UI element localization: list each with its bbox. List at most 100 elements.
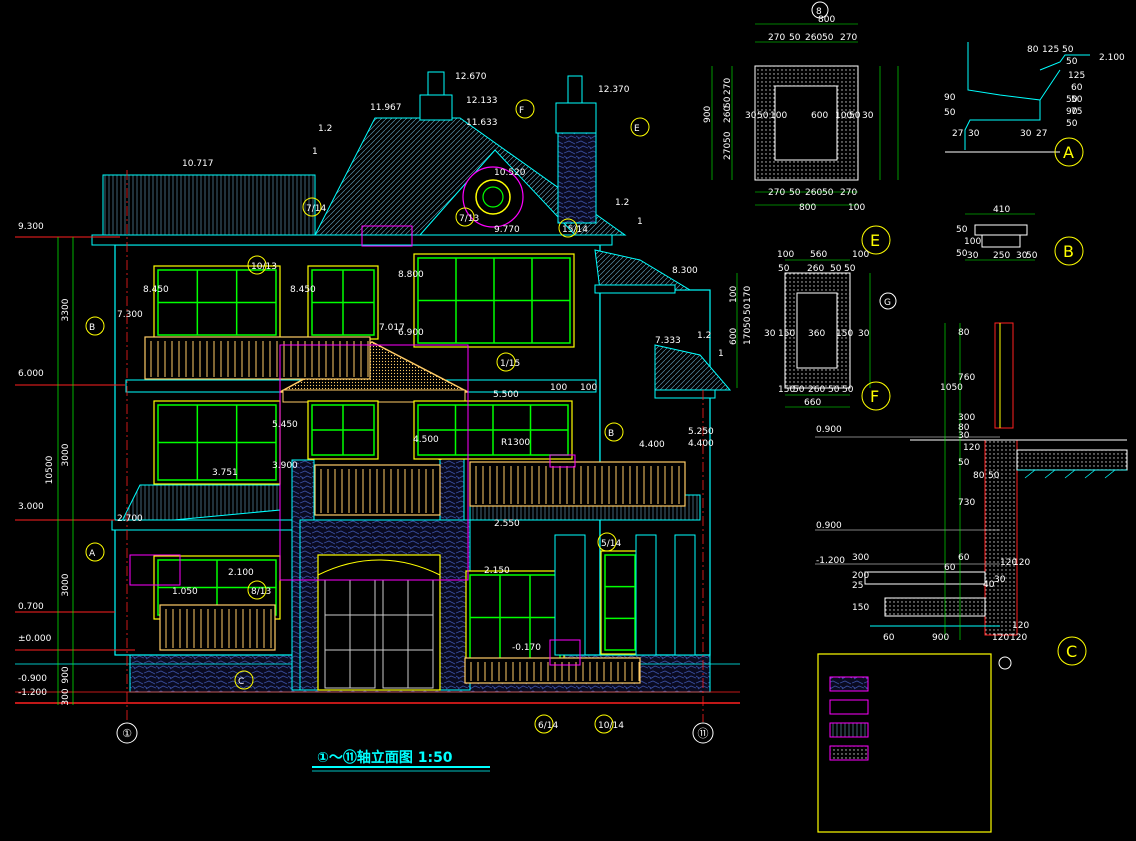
window	[604, 554, 636, 651]
detail-c-dim: 120	[1000, 558, 1017, 568]
detail-c-dim: 30	[994, 575, 1006, 585]
section-callout-circle	[594, 714, 614, 734]
detail-c-dim: 120	[1010, 633, 1027, 643]
balcony-railing	[469, 461, 686, 507]
section-callout-circle	[515, 99, 535, 119]
section-callout: F	[519, 106, 524, 116]
detail-c-dim: 40	[983, 580, 995, 590]
detail-a-dim: 80	[1027, 45, 1039, 55]
detail-a-dim: 50	[1071, 95, 1083, 105]
detail-c-dim: 80	[958, 423, 970, 433]
section-callout-circle	[597, 532, 617, 552]
window-group	[153, 253, 640, 665]
elevation-annotation: 5.250	[688, 427, 714, 437]
detail-c-dim: 300	[852, 553, 869, 563]
detail-f-dim: 600	[729, 328, 739, 345]
elevation-annotation: 3.751	[212, 468, 238, 478]
detail-e-dim: 260	[723, 106, 733, 123]
detail-f-dim: 660	[804, 398, 821, 408]
detail-b-letter: B	[1063, 242, 1074, 261]
section-callout: 6/14	[538, 721, 558, 731]
section-callout-circle	[496, 352, 516, 372]
detail-c-dim: 120	[1013, 558, 1030, 568]
detail-c-dim: 900	[932, 633, 949, 643]
elevation-annotation: 8.800	[398, 270, 424, 280]
detail-e-dim: 270	[723, 78, 733, 95]
detail-e-dim: 600	[811, 111, 828, 121]
elevation-annotation: 12.370	[598, 85, 630, 95]
detail-c-dim: 300	[958, 413, 975, 423]
detail-f-dim: 100	[729, 286, 739, 303]
detail-a-dim: 50	[1062, 45, 1074, 55]
detail-e-dim: 50	[789, 33, 801, 43]
elevation-annotation: R1300	[501, 438, 530, 448]
elevation-annotation: 8.300	[672, 266, 698, 276]
elevation-annotation: 1.2	[615, 198, 629, 208]
elevation-annotation: 6.900	[398, 328, 424, 338]
elevation-annotation: 5.500	[493, 390, 519, 400]
vertical-dimension: 10500	[45, 455, 55, 484]
detail-c-level: 0.900	[816, 521, 842, 531]
elevation-annotation: 100	[550, 383, 567, 393]
detail-c-dim: 30	[958, 431, 970, 441]
annotation-layer: 9.3006.0003.0000.700±0.000-0.900-1.20033…	[18, 7, 1125, 734]
grid-axis-label: ①	[122, 727, 132, 740]
detail-e-dim: 50	[822, 33, 834, 43]
detail-f-dim: 170	[743, 286, 753, 303]
elevation-annotation: 11.633	[466, 118, 498, 128]
legend-box	[817, 653, 992, 833]
section-callout-circle	[558, 218, 578, 238]
section-callout: B	[89, 323, 95, 333]
section-callout: E	[634, 124, 640, 134]
elevation-annotation: 2.550	[494, 519, 520, 529]
elevation-level: ±0.000	[18, 634, 52, 644]
railing-group	[144, 336, 686, 684]
elevation-level: 0.700	[18, 602, 44, 612]
detail-b-dim: 100	[964, 237, 981, 247]
detail-c-dim: 120	[963, 443, 980, 453]
elevation-level: -0.900	[18, 674, 47, 684]
section-callout: 5/14	[601, 539, 621, 549]
section-callout: B	[608, 429, 614, 439]
detail-a-dim: 27	[952, 129, 963, 139]
detail-a-dim: 50	[1066, 95, 1078, 105]
detail-f-dim: 50	[778, 264, 790, 274]
elevation-level: 6.000	[18, 369, 44, 379]
section-callout: 7/14	[306, 204, 326, 214]
detail-b-dim: 250	[993, 251, 1010, 261]
balcony-railing	[464, 657, 641, 684]
section-callout-circle	[247, 580, 267, 600]
detail-e-dim: 260	[805, 33, 822, 43]
detail-f-dim: 50	[844, 264, 856, 274]
detail-c-dim: 80	[958, 328, 970, 338]
detail-b-dim: 50	[956, 249, 968, 259]
detail-e-dim: 270	[723, 143, 733, 160]
detail-f-dim: 50	[743, 316, 753, 328]
vertical-dimension: 300	[61, 688, 71, 705]
section-callout-circle	[302, 197, 322, 217]
detail-b-dim: 410	[993, 205, 1010, 215]
detail-c-level: 0.900	[816, 425, 842, 435]
detail-c-dim: 120	[1012, 621, 1029, 631]
detail-f-dim: 360	[808, 329, 825, 339]
detail-e-dim: 260	[805, 188, 822, 198]
detail-c-dim: 60	[883, 633, 895, 643]
section-callout-circle	[247, 255, 267, 275]
detail-e-dim: 800	[799, 203, 816, 213]
detail-f	[736, 259, 897, 411]
elevation-annotation: 12.670	[455, 72, 487, 82]
detail-f-dim: 50	[793, 385, 805, 395]
detail-a-dim: 125	[1042, 45, 1059, 55]
detail-e-dim: 270	[840, 188, 857, 198]
section-callout-circle	[85, 542, 105, 562]
detail-a-dim: 30	[968, 129, 980, 139]
detail-f-dim: 50	[743, 303, 753, 315]
detail-c	[815, 322, 1128, 670]
elevation-annotation: 1.2	[697, 331, 711, 341]
detail-c-letter: C	[1066, 642, 1077, 661]
elevation-annotation: 1.2	[318, 124, 332, 134]
detail-f-dim: 100	[852, 250, 869, 260]
elevation-annotation: 1	[718, 349, 724, 359]
vertical-dimension: 3000	[61, 573, 71, 596]
